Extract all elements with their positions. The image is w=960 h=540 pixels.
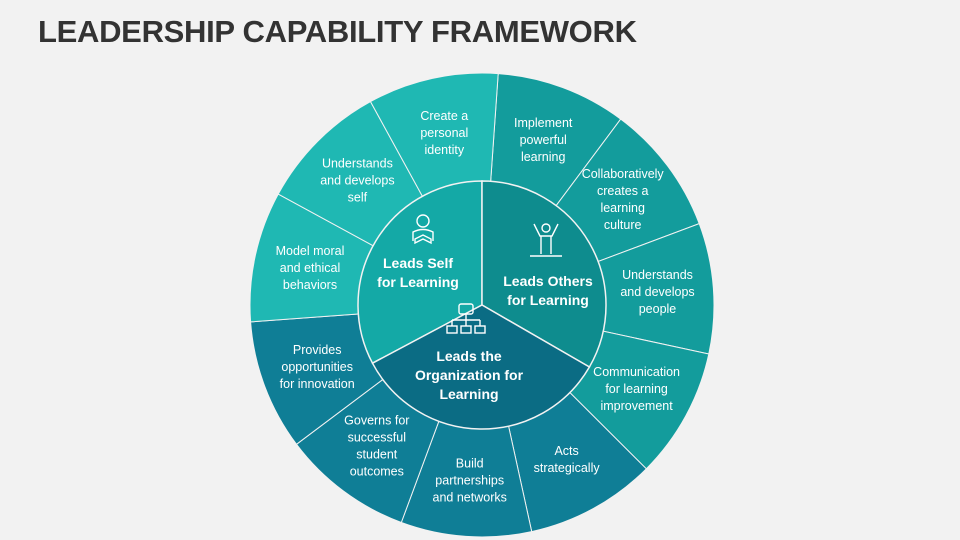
inner-core	[357, 180, 607, 430]
core-sector-organization	[371, 304, 591, 430]
raised-arms-figure-icon	[530, 223, 562, 257]
learner-reading-icon	[412, 214, 434, 245]
core-sector-self	[357, 180, 483, 365]
core-sector-others	[481, 180, 607, 369]
org-chart-icon	[446, 303, 486, 334]
page-title: LEADERSHIP CAPABILITY FRAMEWORK	[38, 14, 637, 49]
core-icons	[412, 214, 562, 334]
